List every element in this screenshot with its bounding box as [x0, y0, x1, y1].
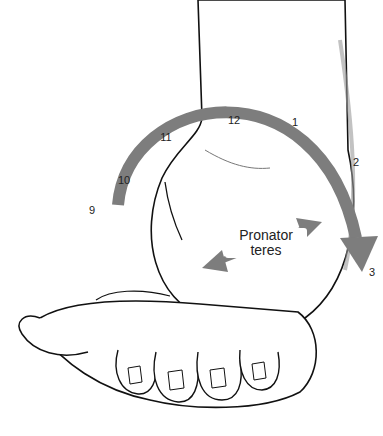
muscle-contour — [205, 150, 270, 168]
fingernail — [168, 370, 184, 390]
clock-number: 1 — [292, 116, 298, 128]
clock-number: 3 — [369, 266, 375, 278]
finger — [116, 350, 156, 394]
thumb-outline — [19, 316, 88, 355]
clock-number: 12 — [228, 114, 240, 126]
clock-number: 11 — [160, 131, 171, 143]
clock-number: 2 — [353, 156, 359, 168]
muscle-arrow — [218, 228, 306, 262]
clock-number: 9 — [89, 204, 95, 216]
thumb-base — [96, 291, 170, 300]
muscle-label: Pronator teres — [225, 228, 307, 259]
finger — [154, 352, 198, 402]
clock-number: 10 — [118, 174, 130, 186]
rotation-arc — [118, 112, 356, 238]
fingernail — [252, 362, 266, 380]
fingernail — [128, 366, 142, 384]
finger — [197, 352, 241, 400]
fingernail — [210, 368, 226, 388]
finger — [240, 350, 280, 390]
elbow-crease — [165, 182, 182, 240]
